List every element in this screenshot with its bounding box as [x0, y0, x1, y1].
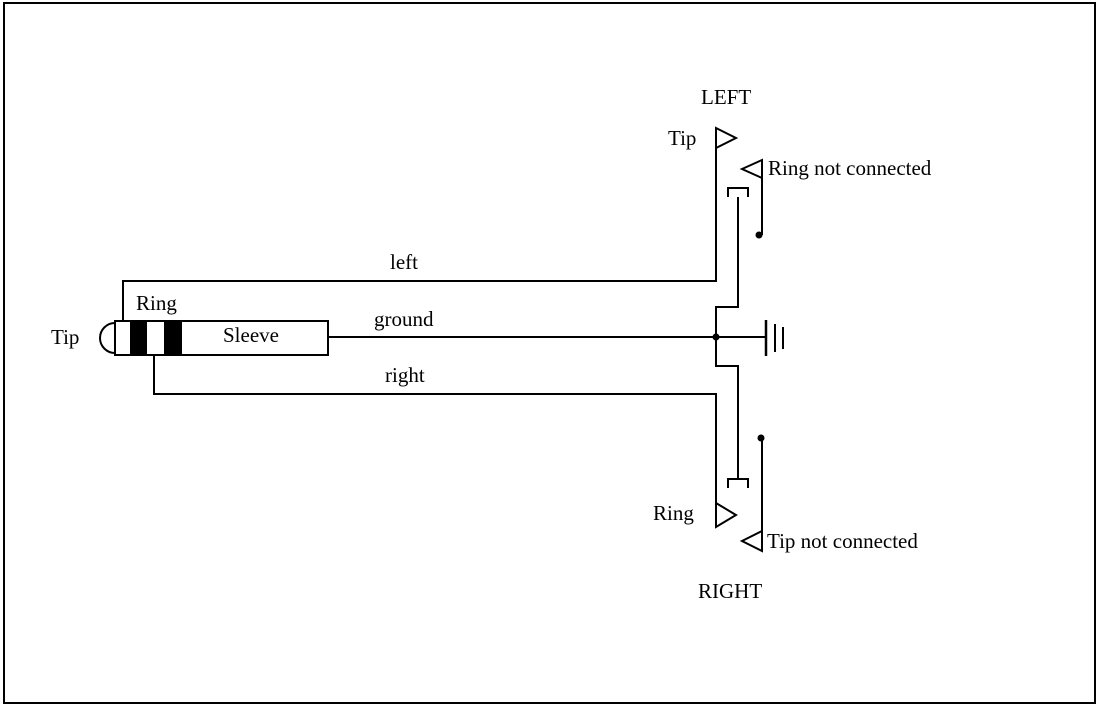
right-wire [153, 355, 717, 503]
right-sleeve-contact [727, 478, 749, 488]
stereo-plug [99, 320, 329, 356]
right-wire-label: right [385, 363, 425, 387]
plug-band-2 [164, 321, 182, 355]
right-jack-tip-note: Tip not connected [767, 529, 918, 553]
left-jack-ring-note: Ring not connected [768, 156, 932, 180]
left-ring-contact [739, 158, 763, 180]
right-jack [715, 434, 765, 553]
left-ring-dot [755, 231, 763, 239]
plug-ring-label: Ring [136, 291, 177, 315]
right-tip-contact [739, 529, 763, 553]
right-jack-title: RIGHT [698, 579, 762, 603]
left-jack-tip-label: Tip [668, 126, 696, 150]
ground-to-left-sleeve [715, 197, 739, 337]
plug-band-1 [130, 321, 147, 355]
left-sleeve-contact [727, 187, 749, 197]
diagram-frame [3, 2, 1096, 704]
left-wire [122, 148, 717, 321]
right-tip-dot [757, 434, 765, 442]
right-jack-ring-label: Ring [653, 501, 694, 525]
left-tip-contact [715, 126, 739, 150]
ground-to-right-sleeve [715, 337, 739, 478]
right-ring-contact [715, 501, 738, 529]
left-wire-label: left [390, 250, 418, 274]
plug-tip-shape [99, 322, 116, 354]
ground-junction [712, 197, 784, 478]
plug-tip-label: Tip [51, 325, 79, 349]
left-jack-title: LEFT [701, 85, 751, 109]
plug-body [114, 320, 329, 356]
plug-sleeve-label: Sleeve [223, 323, 279, 347]
left-jack [715, 126, 763, 239]
ground-wire-label: ground [374, 307, 434, 331]
